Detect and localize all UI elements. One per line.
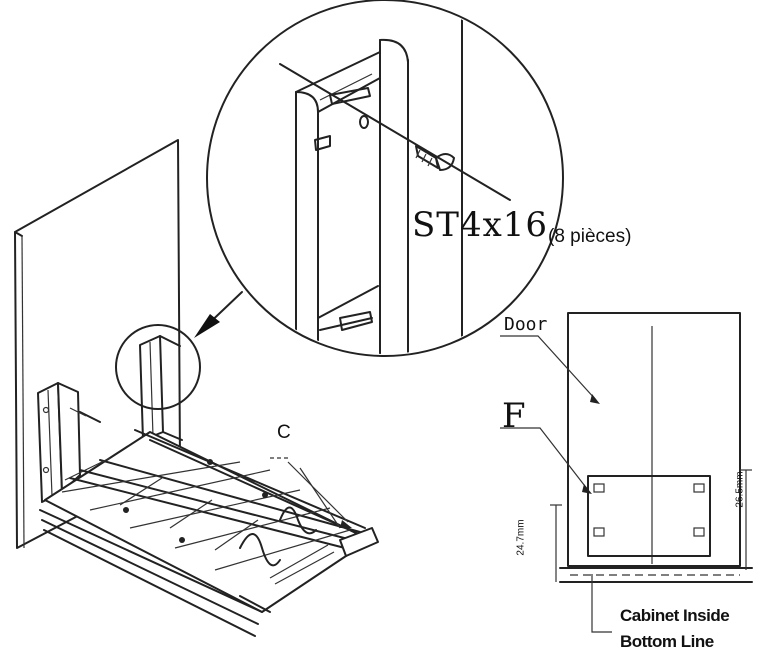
door-front-view [500, 312, 753, 633]
part-f-label: F [502, 396, 526, 436]
detail-marker-circle [115, 324, 201, 410]
part-c-label: C [277, 422, 291, 443]
door-label: Door [504, 314, 548, 335]
screw-quantity-label: (8 pièces) [548, 226, 632, 247]
dimension-right-label: 26.5mm [734, 471, 746, 508]
cabinet-bottom-line-label: Cabinet Inside Bottom Line [620, 603, 730, 655]
rear-bracket [139, 335, 183, 441]
left-bracket [37, 382, 101, 503]
dimension-left-label: 24.7mm [515, 519, 527, 556]
basket-rails [39, 429, 379, 637]
detail-pointer-arrow [194, 291, 243, 338]
cabinet-label-line-2: Bottom Line [620, 632, 714, 651]
screw-spec-label: ST4x16 [412, 205, 549, 245]
callout-c [270, 457, 352, 529]
magnified-detail [206, 0, 564, 357]
cabinet-label-line-1: Cabinet Inside [620, 606, 730, 625]
